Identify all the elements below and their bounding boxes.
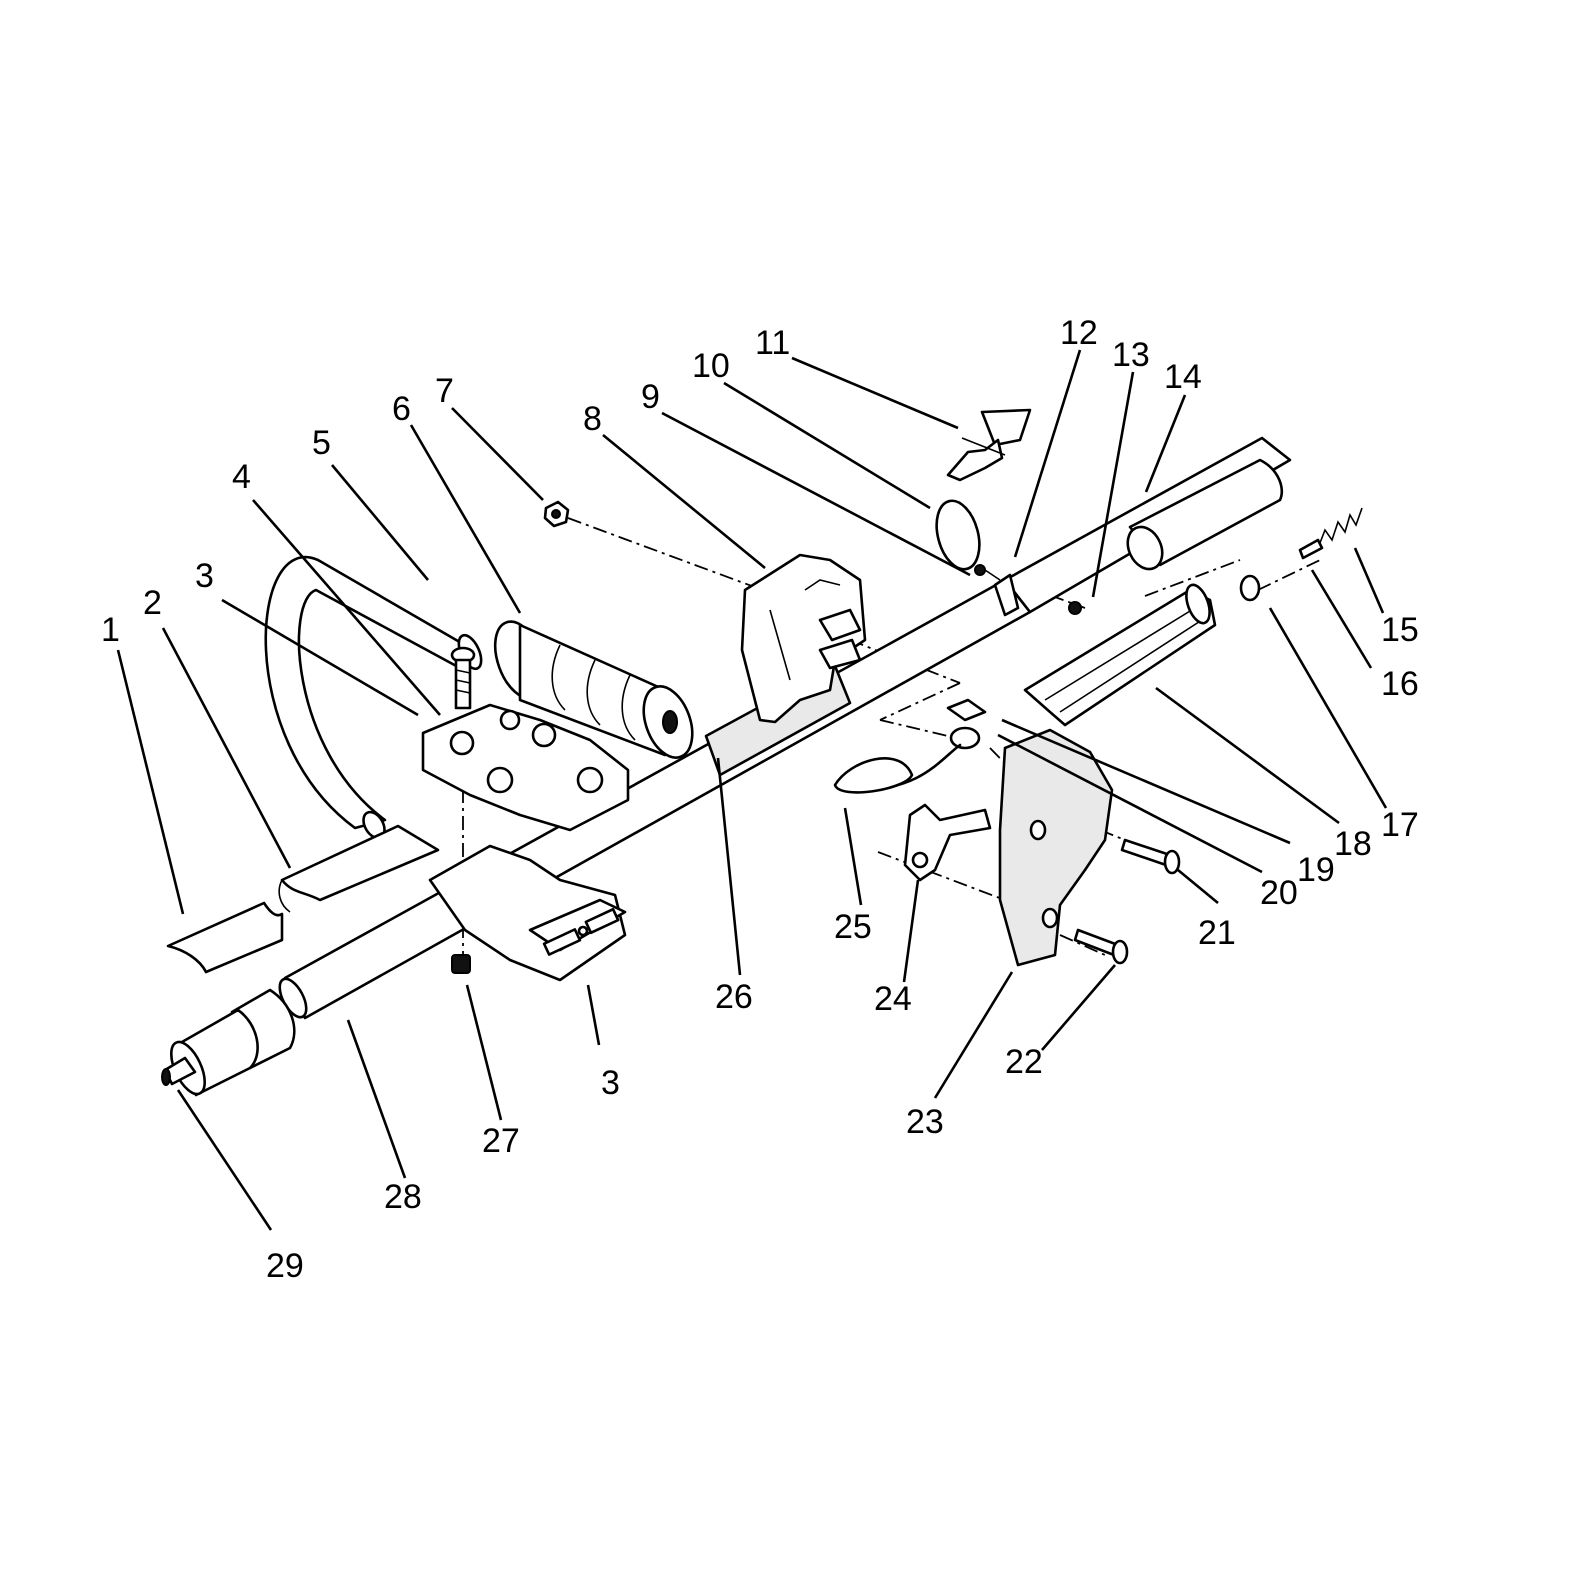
callout-14: 14 xyxy=(1164,358,1202,396)
shaft-clamp xyxy=(974,564,1020,617)
clamp-nut xyxy=(451,954,471,974)
callout-17: 17 xyxy=(1381,806,1419,844)
small-nut xyxy=(543,500,570,528)
callout-labels: 1 2 3 3 4 5 6 7 8 9 10 11 12 13 14 15 16… xyxy=(101,314,1419,1285)
callout-7: 7 xyxy=(435,372,454,410)
cover-tube xyxy=(1126,458,1284,571)
callout-18: 18 xyxy=(1334,825,1372,863)
retaining-ring xyxy=(935,499,981,571)
leader-lines xyxy=(116,349,1388,1231)
callout-3b: 3 xyxy=(601,1064,620,1102)
callout-19: 19 xyxy=(1297,851,1335,889)
callout-24: 24 xyxy=(874,980,912,1018)
shaft-shield-segments xyxy=(166,824,440,974)
screw-lower xyxy=(1073,928,1129,965)
callout-23: 23 xyxy=(906,1103,944,1141)
callout-16: 16 xyxy=(1381,665,1419,703)
callout-20: 20 xyxy=(1260,874,1298,912)
wire-loop xyxy=(833,757,914,794)
callout-10: 10 xyxy=(692,347,730,385)
callout-4: 4 xyxy=(232,458,251,496)
callout-2: 2 xyxy=(143,584,162,622)
upper-clamp xyxy=(421,703,630,832)
callout-1: 1 xyxy=(101,611,120,649)
lower-clamp xyxy=(428,844,627,982)
callout-26: 26 xyxy=(715,978,753,1016)
callout-3a: 3 xyxy=(195,557,214,595)
callout-27: 27 xyxy=(482,1122,520,1160)
callout-9: 9 xyxy=(641,378,660,416)
trigger-lockout-rail xyxy=(1023,583,1217,727)
callout-6: 6 xyxy=(392,390,411,428)
callout-15: 15 xyxy=(1381,611,1419,649)
callout-21: 21 xyxy=(1198,914,1236,952)
screw-upper xyxy=(1120,838,1181,875)
loop-handle xyxy=(264,556,483,840)
cable-connector xyxy=(946,408,1032,482)
callout-22: 22 xyxy=(1005,1043,1043,1081)
callout-8: 8 xyxy=(583,400,602,438)
shaft-nut xyxy=(1068,601,1082,615)
throttle-grip xyxy=(493,620,694,759)
shaft-drive-end xyxy=(161,988,296,1097)
handle-half xyxy=(998,728,1114,967)
washer xyxy=(1239,574,1261,602)
callout-13: 13 xyxy=(1112,336,1150,374)
trigger xyxy=(903,803,992,882)
callout-28: 28 xyxy=(384,1178,422,1216)
callout-11: 11 xyxy=(755,324,790,362)
callout-29: 29 xyxy=(266,1247,304,1285)
callout-5: 5 xyxy=(312,424,331,462)
spring-and-pin xyxy=(1298,507,1363,560)
callout-25: 25 xyxy=(834,908,872,946)
throttle-housing xyxy=(740,553,867,724)
callout-12: 12 xyxy=(1060,314,1098,352)
clamp-bolt xyxy=(450,646,476,710)
